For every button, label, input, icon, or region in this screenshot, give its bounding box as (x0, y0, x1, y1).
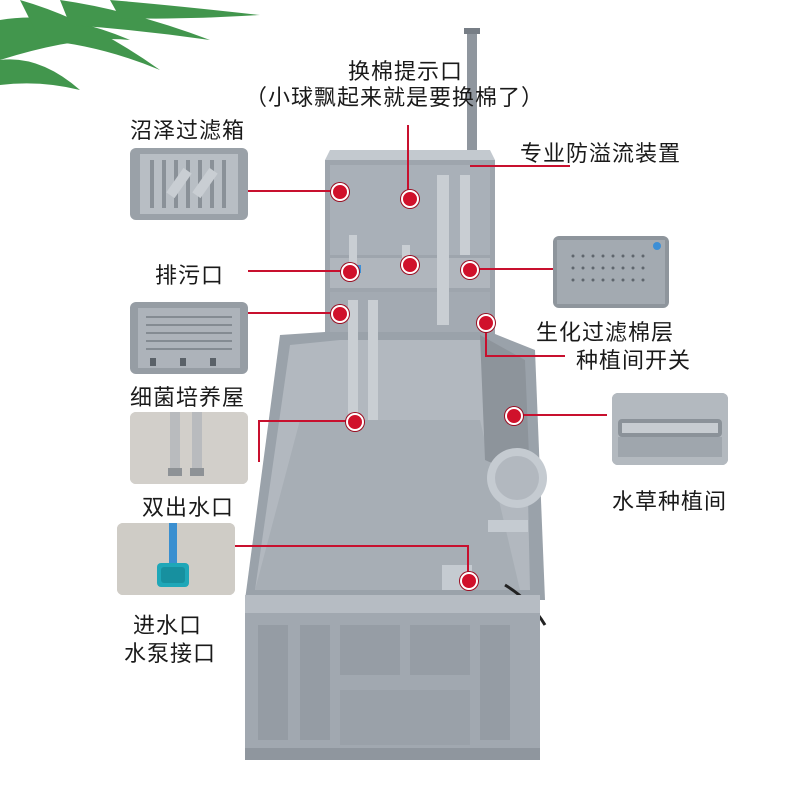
callout-dot (460, 572, 478, 590)
bio-filter-layer-label: 生化过滤棉层 (536, 321, 675, 346)
callout-dot (477, 314, 495, 332)
callout-line (258, 420, 353, 422)
inlet-pump-thumbnail (117, 523, 235, 595)
overflow-device-label: 专业防溢流装置 (520, 142, 682, 167)
callout-dot (461, 261, 479, 279)
planting-switch-label: 种植间开关 (576, 349, 692, 374)
callout-line (485, 328, 487, 356)
bio-filter-thumbnail (553, 236, 669, 308)
change-port-note: （小球飘起来就是要换棉了） (245, 86, 545, 111)
callout-line (235, 545, 467, 547)
plant-room-thumbnail (612, 393, 728, 465)
callout-dot (331, 183, 349, 201)
callout-dot (505, 407, 523, 425)
marsh-filter-thumbnail (130, 148, 248, 220)
callout-line (470, 268, 555, 270)
inlet-label: 进水口 (133, 614, 203, 639)
callout-line (407, 125, 409, 195)
callout-dot (401, 190, 419, 208)
callout-dot (331, 305, 349, 323)
callout-dot (346, 413, 364, 431)
callout-line (248, 190, 338, 192)
callout-dot (341, 263, 359, 281)
callout-line (485, 355, 565, 357)
marsh-filter-box-label: 沼泽过滤箱 (130, 119, 246, 144)
callout-line (512, 414, 607, 416)
dual-outlet-label: 双出水口 (142, 496, 235, 521)
bacteria-house-thumbnail (130, 302, 248, 374)
bacteria-house-label: 细菌培养屋 (130, 386, 246, 411)
callout-line (470, 165, 570, 167)
dual-outlet-thumbnail (130, 412, 248, 484)
plant-room-label: 水草种植间 (612, 490, 728, 515)
pump-port-label: 水泵接口 (124, 642, 217, 667)
callout-line (467, 545, 469, 577)
callout-dot (401, 256, 419, 274)
change-port-title: 换棉提示口 (348, 60, 464, 85)
callout-line (248, 312, 338, 314)
callout-line (258, 420, 260, 462)
palm-leaf-decoration (0, 0, 260, 90)
drain-outlet-label: 排污口 (155, 264, 225, 289)
callout-line (248, 270, 348, 272)
